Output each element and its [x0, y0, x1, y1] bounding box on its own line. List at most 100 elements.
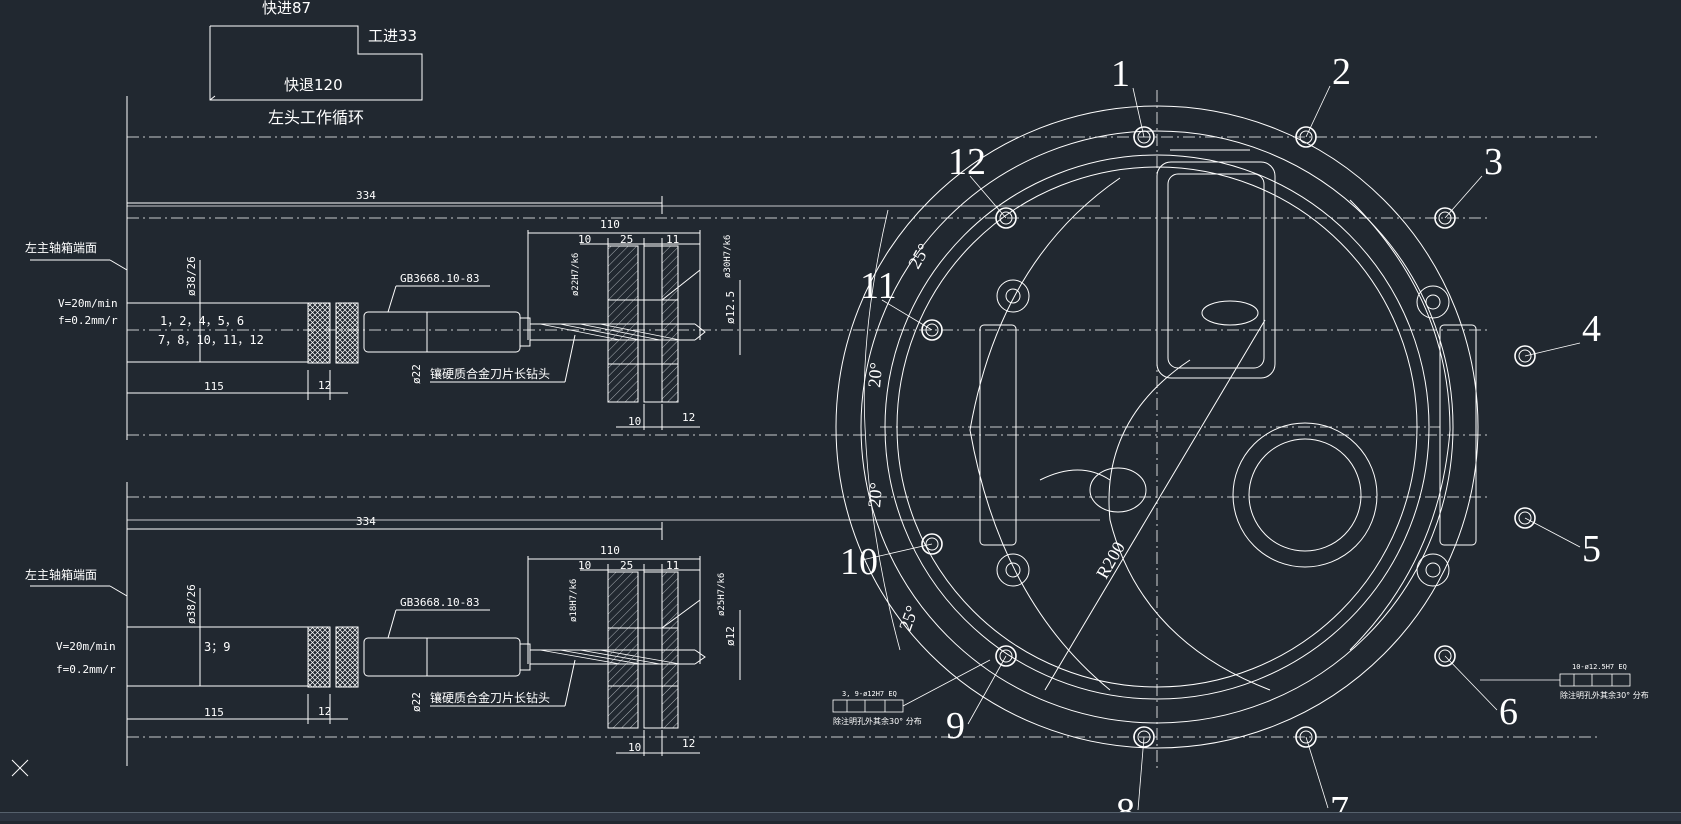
bolt-hole-inner [1299, 130, 1313, 144]
upper-dim-12a: 12 [318, 379, 331, 392]
cycle-fast-back-label: 快退120 [284, 76, 343, 94]
bolt-hole-number: 2 [1332, 51, 1351, 93]
bolt-hole-inner [1518, 511, 1532, 525]
bolt-hole [1295, 126, 1317, 148]
upper-dim-11: 11 [666, 233, 679, 246]
upper-dia-drill: ø12.5 [724, 291, 737, 324]
bolt-hole [921, 319, 943, 341]
lower-tool-label: 镶硬质合金刀片长钻头 [430, 690, 550, 705]
angle-label-20-top: 20° [864, 361, 886, 388]
bolt-hole [1295, 726, 1317, 748]
upper-dim-25: 25 [620, 233, 633, 246]
upper-dim-12b: 12 [682, 411, 695, 424]
bolt-hole-leader [967, 655, 1007, 725]
lower-dim-12b: 12 [682, 737, 695, 750]
bolt-hole [995, 645, 1017, 667]
lower-dim-25: 25 [620, 559, 633, 572]
lower-dia-guide: ø25H7/k6 [717, 573, 727, 616]
lower-dim-110: 110 [600, 544, 620, 557]
lower-dim-11: 11 [666, 559, 679, 572]
bolt-hole-inner [1137, 730, 1151, 744]
bolt-hole-number: 10 [840, 541, 878, 583]
cycle-fast-in-label: 快进87 [262, 0, 311, 17]
lower-feed-label: f=0.2mm/r [56, 663, 116, 676]
lower-std-label: GB3668.10-83 [400, 596, 479, 609]
bolt-hole-inner [925, 323, 939, 337]
upper-dim-110: 110 [600, 218, 620, 231]
bolt-hole-inner [1438, 649, 1452, 663]
bolt-hole [1434, 645, 1456, 667]
work-cycle-diagram: 快进87 工进33 快退120 左头工作循环 [209, 0, 423, 127]
cycle-work-in-label: 工进33 [368, 27, 417, 45]
tolerance-frame-right: 10-ø12.5H7 EQ 除注明孔外其余30° 分布 [1480, 663, 1649, 700]
upper-dim-334: 334 [356, 189, 376, 202]
lower-dim-12a: 12 [318, 705, 331, 718]
upper-holes-row1: 1，2，4，5，6 [160, 314, 244, 328]
upper-dim-115: 115 [204, 380, 224, 393]
bolt-hole-inner [999, 211, 1013, 225]
bolt-hole-leader [1444, 175, 1483, 219]
solid-guide-lines [127, 205, 1100, 521]
bolt-hole [1133, 126, 1155, 148]
bolt-hole-leader [1305, 85, 1331, 138]
bolt-hole [921, 533, 943, 555]
cycle-caption: 左头工作循环 [268, 108, 364, 127]
upper-dia-spindle: ø38/26 [185, 256, 198, 296]
upper-tool-assembly: 左主轴箱端面 V=20m/min f=0.2mm/r 1，2，4，5，6 7，8… [25, 96, 741, 440]
flange-annotations: R200 25° 20° 20° 25° [864, 240, 1129, 633]
bolt-hole-leader [969, 175, 1007, 219]
lower-speed-label: V=20m/min [56, 640, 116, 653]
lower-dia-22: ø22 [410, 692, 423, 712]
bolt-hole [1514, 345, 1536, 367]
bolt-hole-leader [881, 299, 933, 331]
upper-dim-10a: 10 [578, 233, 591, 246]
lower-dia-bush: ø18H7/k6 [569, 579, 579, 622]
lower-face-label: 左主轴箱端面 [25, 567, 97, 582]
upper-dim-10b: 10 [628, 415, 641, 428]
upper-dia-22: ø22 [410, 364, 423, 384]
bolt-hole-leader [1524, 342, 1581, 357]
status-bar [0, 812, 1681, 821]
upper-tool-label: 镶硬质合金刀片长钻头 [430, 366, 550, 381]
tol-left-text: 3, 9-ø12H7 EQ [842, 690, 897, 698]
upper-std-label: GB3668.10-83 [400, 272, 479, 285]
bolt-hole-leader [861, 543, 933, 561]
lower-tool-assembly: 左主轴箱端面 V=20m/min f=0.2mm/r 3；9 334 110 1… [25, 482, 741, 766]
bolt-hole-leader [1444, 655, 1498, 711]
angle-label-25-bottom: 25° [895, 603, 922, 634]
bolt-hole-leader [1132, 87, 1145, 138]
lower-dim-334: 334 [356, 515, 376, 528]
tol-right-note: 除注明孔外其余30° 分布 [1560, 690, 1649, 700]
bolt-hole-leader [1137, 736, 1145, 811]
upper-feed-label: f=0.2mm/r [58, 314, 118, 327]
tol-left-note: 除注明孔外其余30° 分布 [833, 716, 922, 726]
upper-dia-guide: ø30H7/k6 [723, 235, 733, 278]
bolt-hole-inner [1518, 349, 1532, 363]
bolt-hole-number: 3 [1484, 141, 1503, 183]
bolt-hole [1514, 507, 1536, 529]
bolt-hole [1133, 726, 1155, 748]
lower-dim-10a: 10 [578, 559, 591, 572]
upper-dia-bush: ø22H7/k6 [571, 253, 581, 296]
flange-part-view [835, 90, 1479, 770]
bolt-hole-number: 9 [946, 705, 965, 747]
upper-speed-label: V=20m/min [58, 297, 118, 310]
lower-dia-spindle: ø38/26 [185, 584, 198, 624]
bolt-hole [995, 207, 1017, 229]
lower-dim-115: 115 [204, 706, 224, 719]
bolt-hole-inner [1299, 730, 1313, 744]
bolt-hole-leader [1305, 736, 1329, 809]
angle-label-25-top: 25° [904, 240, 934, 272]
tolerance-frame-left: 3, 9-ø12H7 EQ 除注明孔外其余30° 分布 [832, 659, 991, 726]
tol-right-text: 10-ø12.5H7 EQ [1572, 663, 1627, 671]
bolt-hole-inner [1137, 130, 1151, 144]
angle-label-20-bottom: 20° [864, 481, 886, 508]
ucs-icon [11, 759, 29, 777]
bolt-hole-leader [1524, 517, 1581, 548]
bolt-hole-number: 6 [1499, 691, 1518, 733]
bolt-hole-number: 11 [860, 265, 897, 307]
lower-holes-label: 3；9 [204, 640, 230, 654]
lower-dia-drill: ø12 [724, 626, 737, 646]
